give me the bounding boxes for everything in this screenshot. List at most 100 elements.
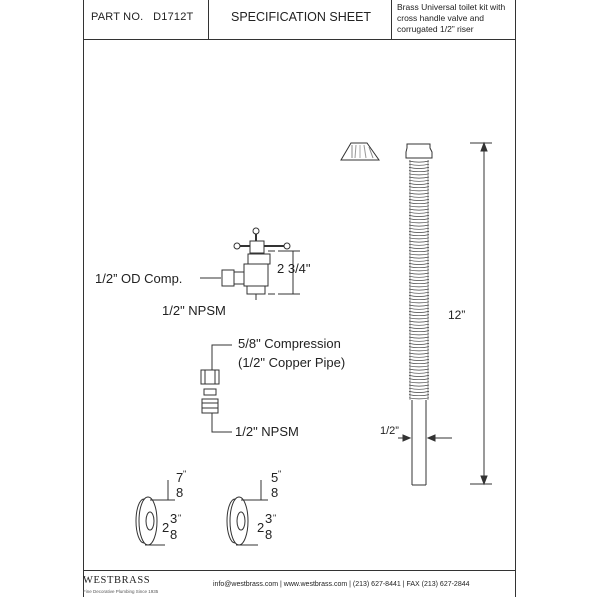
corrugation-ring — [408, 218, 430, 221]
corrugation-ring — [408, 365, 430, 368]
corrugation-ring — [408, 330, 430, 333]
corrugation-ring — [408, 231, 430, 233]
corrugation-ring — [408, 240, 430, 243]
corrugation-ring — [408, 368, 430, 371]
corrugation-ring — [408, 311, 430, 313]
corrugation-ring — [408, 160, 430, 163]
corrugation-ring — [408, 295, 430, 297]
valve-height-dimension — [268, 250, 300, 295]
corrugation-ring — [408, 199, 430, 201]
corrugation-ring — [408, 336, 430, 339]
brand-tagline: Fine Decorative Plumbing Since 1935 — [83, 589, 159, 594]
corrugation-ring — [408, 266, 430, 269]
corrugation-ring — [408, 243, 430, 246]
corrugation-ring — [408, 285, 430, 288]
compression-sublabel: (1/2" Copper Pipe) — [238, 355, 346, 370]
thread-label: 1/2" NPSM — [235, 424, 299, 439]
corrugation-ring — [408, 253, 430, 256]
corrugation-ring — [408, 314, 430, 317]
corrugation-ring — [408, 359, 430, 361]
flange-outer-whole: 2 — [257, 520, 265, 535]
corrugation-ring — [408, 301, 430, 304]
cross-handle-valve — [221, 227, 291, 295]
corrugation-ring — [408, 304, 430, 307]
footer: WESTBRASS Fine Decorative Plumbing Since… — [83, 570, 516, 597]
part-number-value: D1712T — [153, 11, 194, 23]
corrugation-ring — [408, 173, 430, 176]
corrugation-ring — [408, 378, 430, 381]
corrugation-ring — [408, 227, 430, 230]
corrugation-ring — [408, 327, 430, 329]
corrugation-ring — [408, 323, 430, 326]
flange-inner-mark: " — [183, 469, 187, 479]
corrugation-ring — [408, 202, 430, 205]
corrugation-ring — [408, 269, 430, 272]
flange-inner-denominator: 8 — [176, 485, 184, 500]
flange-outer-mark: " — [273, 513, 277, 523]
corrugation-ring — [408, 397, 430, 400]
corrugation-ring — [408, 192, 430, 195]
corrugation-ring — [408, 256, 430, 259]
corrugation-ring — [408, 371, 430, 374]
corrugation-ring — [408, 375, 430, 377]
corrugation-ring — [408, 183, 430, 185]
corrugation-ring — [408, 176, 430, 179]
flange-outer-whole: 2 — [162, 520, 170, 535]
flange-right — [226, 480, 268, 546]
diameter-dimension — [398, 434, 452, 442]
corrugation-ring — [408, 362, 430, 365]
corrugation-ring — [408, 179, 430, 182]
corrugation-ring — [408, 211, 430, 214]
corrugation-ring — [408, 215, 430, 217]
sheet-frame — [83, 0, 516, 597]
inlet-label: 1/2” OD Comp. — [95, 271, 183, 286]
corrugation-ring — [408, 186, 430, 189]
brand-logo: WESTBRASS — [83, 575, 151, 586]
flange-outer-denominator: 8 — [265, 527, 273, 542]
riser-diameter-label: 1/2” — [380, 425, 399, 437]
corrugation-ring — [408, 195, 430, 198]
escutcheon-cone — [340, 142, 380, 161]
corrugation-ring — [408, 394, 430, 397]
corrugation-ring — [408, 320, 430, 323]
corrugation-ring — [408, 355, 430, 358]
description-line: cross handle valve and — [397, 13, 484, 23]
sheet-title-cell: SPECIFICATION SHEET — [209, 0, 392, 40]
corrugation-ring — [408, 275, 430, 278]
flange-inner-mark: " — [278, 469, 282, 479]
corrugation-ring — [408, 352, 430, 355]
corrugation-ring — [408, 349, 430, 352]
description-line: Brass Universal toilet kit with — [397, 2, 506, 12]
corrugation-ring — [408, 391, 430, 393]
corrugation-ring — [408, 247, 430, 249]
length-dimension — [470, 141, 492, 486]
corrugation-ring — [408, 343, 430, 345]
contact-info: info@westbrass.com | www.westbrass.com |… — [213, 581, 470, 588]
compression-fittings — [200, 369, 220, 414]
corrugation-ring — [408, 291, 430, 294]
corrugation-ring — [408, 208, 430, 211]
flange-outer-numerator: 3 — [170, 511, 178, 526]
flange-left — [135, 480, 175, 546]
flange-inner-numerator: 7 — [176, 470, 184, 485]
corrugation-ring — [408, 339, 430, 342]
corrugation-ring — [408, 259, 430, 262]
compression-label: 5/8" Compression — [238, 336, 341, 351]
corrugation-ring — [408, 288, 430, 291]
corrugation-ring — [408, 346, 430, 349]
corrugation-ring — [408, 250, 430, 253]
flange-outer-numerator: 3 — [265, 511, 273, 526]
corrugation-ring — [408, 205, 430, 208]
flange-outer-denominator: 8 — [170, 527, 178, 542]
corrugation-ring — [408, 170, 430, 173]
description-line: corrugated 1/2” riser — [397, 24, 474, 34]
riser-length-label: 12” — [448, 308, 466, 322]
valve-height-label: 2 3/4" — [277, 261, 311, 276]
corrugation-ring — [408, 384, 430, 387]
corrugation-ring — [408, 167, 430, 169]
corrugation-ring — [408, 298, 430, 301]
flange-inner-numerator: 5 — [271, 470, 279, 485]
part-number-label: PART NO. — [91, 11, 144, 23]
corrugation-ring — [408, 387, 430, 390]
